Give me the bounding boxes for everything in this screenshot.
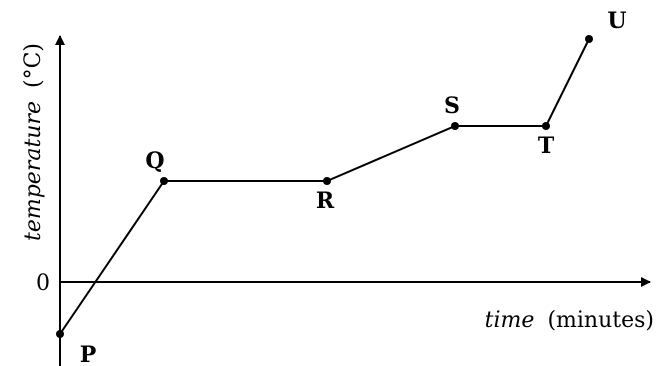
point-t	[542, 122, 550, 130]
y-axis-title-quantity: temperature	[21, 101, 46, 241]
y-axis-title: temperature (°C)	[21, 43, 46, 241]
x-axis-title-unit: (minutes)	[547, 308, 654, 333]
y-axis-title-unit: (°C)	[21, 43, 46, 88]
point-label-t: T	[538, 133, 555, 159]
point-p	[56, 330, 64, 338]
y-zero-label: 0	[36, 271, 50, 296]
heating-curve-line	[59, 38, 590, 335]
point-u	[585, 35, 593, 43]
point-r	[323, 177, 331, 185]
point-label-r: R	[316, 188, 335, 214]
point-q	[160, 177, 168, 185]
point-label-p: P	[80, 342, 97, 366]
point-label-u: U	[607, 8, 626, 34]
x-axis-title: time (minutes)	[485, 308, 654, 333]
x-axis-title-quantity: time	[485, 308, 535, 333]
point-label-q: Q	[145, 148, 164, 174]
point-s	[451, 122, 459, 130]
point-label-s: S	[444, 93, 460, 119]
curve-layer: P Q R S T U	[56, 8, 627, 366]
